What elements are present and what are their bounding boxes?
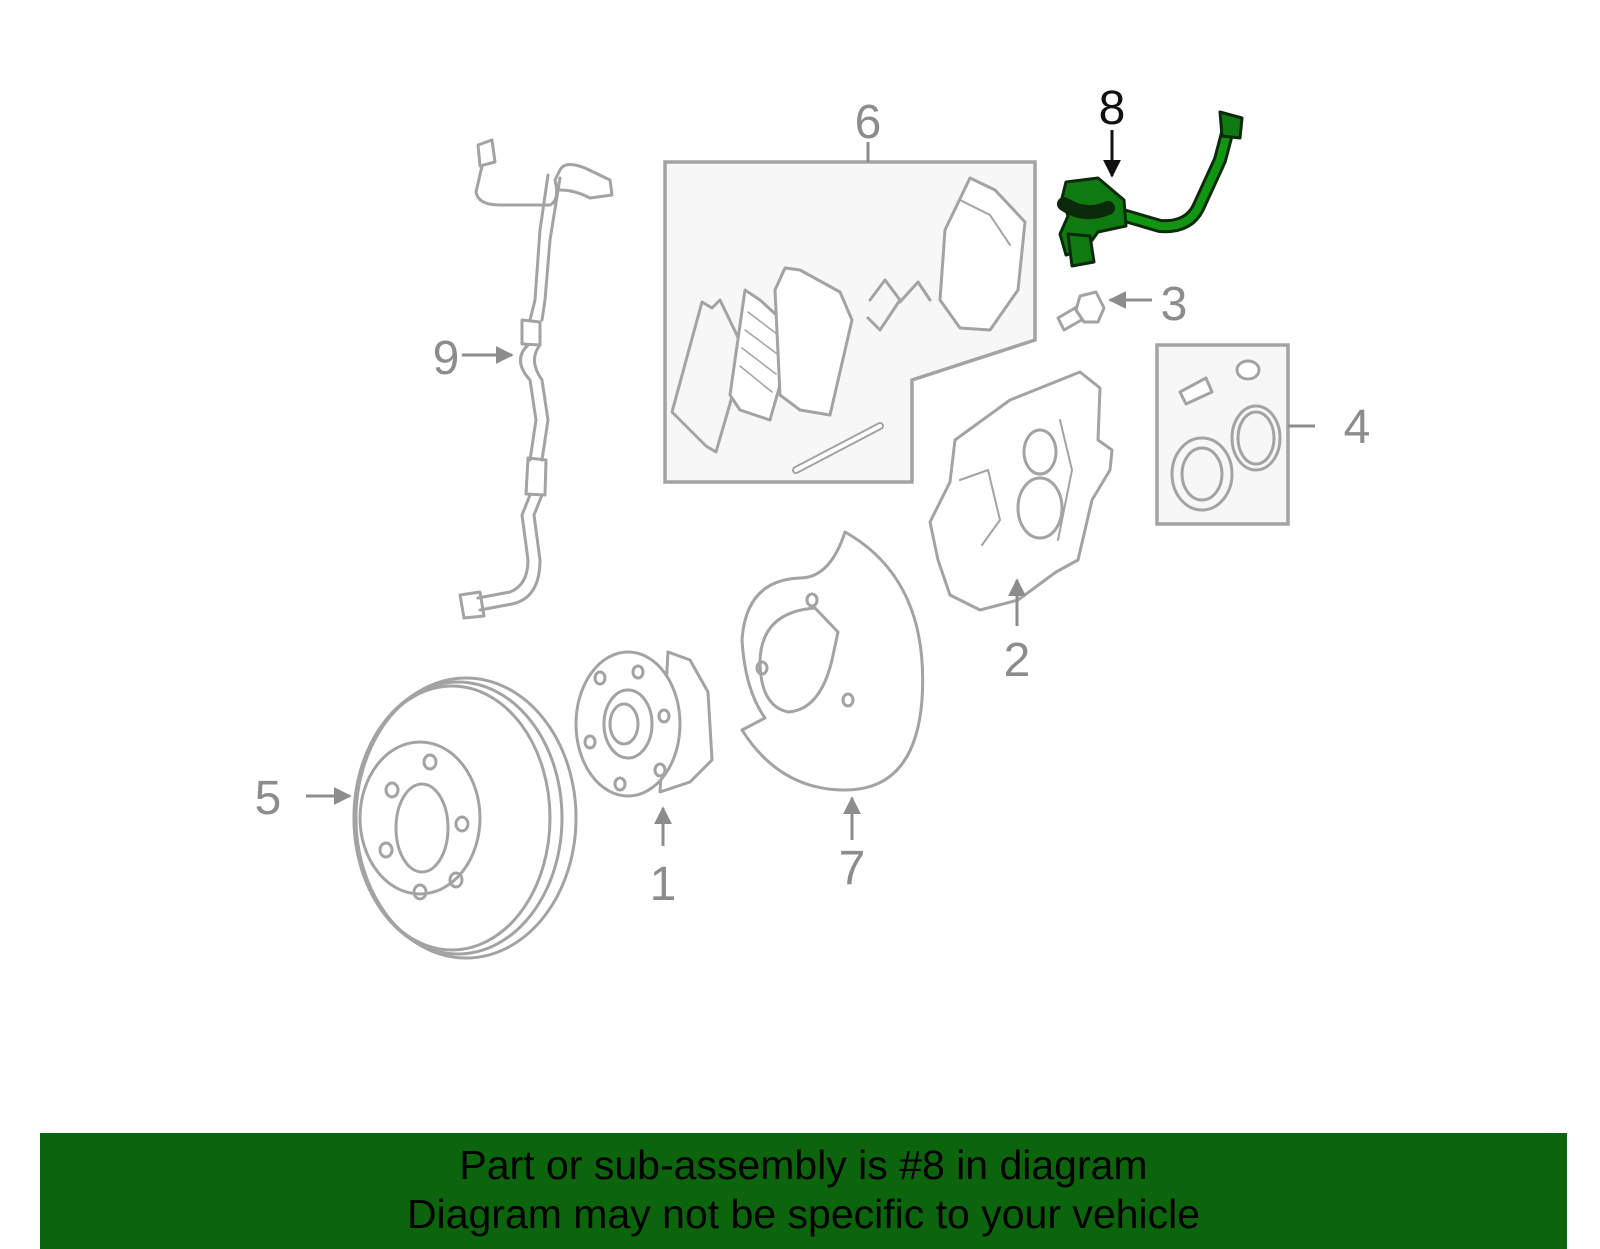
- callout-7[interactable]: 7: [839, 842, 866, 895]
- part-8-brake-hose[interactable]: [1057, 110, 1244, 268]
- callout-4[interactable]: 4: [1344, 401, 1371, 454]
- part-1-wheel-hub[interactable]: [574, 650, 714, 798]
- callout-9[interactable]: 9: [433, 332, 460, 385]
- part-4-seal-kit[interactable]: [1155, 343, 1290, 526]
- callout-6[interactable]: 6: [855, 96, 882, 149]
- info-banner: Part or sub-assembly is #8 in diagram Di…: [40, 1133, 1567, 1249]
- part-3-bolt[interactable]: [1056, 290, 1106, 332]
- leader-lines: [306, 130, 1315, 846]
- banner-line-1: Part or sub-assembly is #8 in diagram: [459, 1142, 1148, 1188]
- part-5-brake-rotor[interactable]: [352, 676, 578, 960]
- callout-3[interactable]: 3: [1161, 278, 1188, 331]
- part-7-dust-shield[interactable]: [740, 530, 925, 792]
- part-9-abs-sensor-wire[interactable]: [458, 138, 614, 620]
- part-2-caliper[interactable]: [928, 370, 1114, 612]
- banner-line-2: Diagram may not be specific to your vehi…: [406, 1191, 1200, 1237]
- callout-8[interactable]: 8: [1099, 82, 1126, 135]
- callout-2[interactable]: 2: [1004, 634, 1031, 687]
- part-6-brake-pad-kit[interactable]: [663, 160, 1037, 484]
- callout-1[interactable]: 1: [650, 858, 677, 911]
- callout-labels: 1 2 3 4 5 6 7 8 9: [255, 82, 1371, 911]
- callout-5[interactable]: 5: [255, 772, 282, 825]
